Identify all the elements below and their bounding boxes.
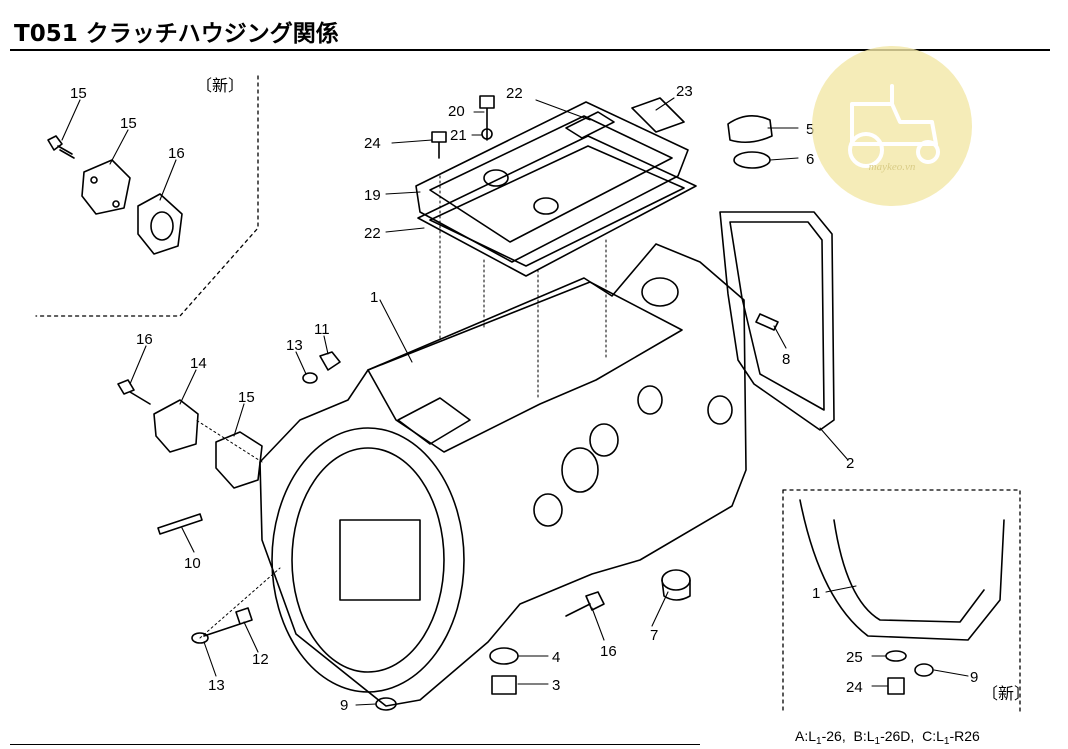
callout-19: 20 [448, 103, 465, 120]
callout-18: 19 [364, 187, 381, 204]
stud-10 [157, 513, 203, 535]
inset-plate-16 [137, 193, 183, 255]
plug-7 [661, 569, 691, 591]
callout-16-inset: 16 [168, 145, 185, 162]
bolt-14 [565, 591, 605, 617]
watermark-logo: maykeo.vn [812, 46, 972, 206]
page-title: T051 クラッチハウジング関係 [14, 21, 339, 47]
title-divider [10, 49, 1050, 51]
plug-24 [887, 677, 905, 695]
callout-1: 1 [370, 289, 378, 306]
housing-1 [259, 243, 747, 707]
plug-3 [491, 675, 517, 695]
inset-cover-15 [81, 159, 131, 215]
bolt-12 [203, 607, 253, 637]
gasket-21 [417, 135, 697, 277]
new-tag-top-left: 〔新〕 [196, 76, 245, 95]
callout-14: 16 [600, 643, 617, 660]
watermark-text: maykeo.vn [869, 161, 916, 173]
inset-border-top-left [35, 75, 259, 317]
washer-25 [885, 650, 907, 662]
top-cover-18 [415, 101, 689, 263]
inset-border-bottom-right [782, 489, 1021, 713]
callout-15-inset: 15 [120, 115, 137, 132]
callout-21: 22 [364, 225, 381, 242]
washer-13 [191, 632, 209, 644]
inset-bolt-17 [47, 135, 75, 159]
callout-13: 13 [208, 677, 225, 694]
bolt-17 [117, 379, 151, 405]
callout-12: 12 [252, 651, 269, 668]
plate-22 [631, 97, 685, 133]
callout-22b: 23 [676, 83, 693, 100]
callout-17-inset: 15 [70, 85, 87, 102]
bolt-19 [479, 95, 495, 141]
washer-4 [489, 647, 519, 665]
callout-2: 2 [846, 455, 854, 472]
plate-16 [215, 431, 263, 489]
callout-10: 10 [184, 555, 201, 572]
callout-7: 7 [650, 627, 658, 644]
callout-9-inset: 9 [970, 669, 978, 686]
oring-6 [733, 151, 771, 169]
callout-24: 24 [846, 679, 863, 696]
callout-4: 4 [552, 649, 560, 666]
pin-8 [755, 313, 779, 331]
callout-23: 24 [364, 135, 381, 152]
callout-15: 14 [190, 355, 207, 372]
bottom-divider [10, 744, 700, 745]
callout-3: 3 [552, 677, 560, 694]
callout-25: 25 [846, 649, 863, 666]
washer-13-top [302, 372, 318, 384]
callout-22: 22 [506, 85, 523, 102]
callout-5: 5 [806, 121, 814, 138]
new-tag-bottom-right: 〔新〕 [982, 684, 1031, 703]
cover-15 [153, 399, 199, 453]
callout-6: 6 [806, 151, 814, 168]
callout-16: 15 [238, 389, 255, 406]
callout-8: 8 [782, 351, 790, 368]
plug-9-inset [914, 663, 934, 677]
callout-9: 9 [340, 697, 348, 714]
callout-20: 21 [450, 127, 467, 144]
bolt-23 [431, 131, 447, 159]
callout-13-top: 13 [286, 337, 303, 354]
callout-11: 11 [314, 321, 330, 338]
model-caption: A:L1-26, B:L1-26D, C:L1-R26 [795, 728, 980, 747]
cap-5 [727, 115, 773, 144]
nut-11 [319, 351, 341, 371]
callout-17: 16 [136, 331, 153, 348]
side-gasket-2 [719, 211, 835, 431]
callout-1-inset: 1 [812, 585, 820, 602]
